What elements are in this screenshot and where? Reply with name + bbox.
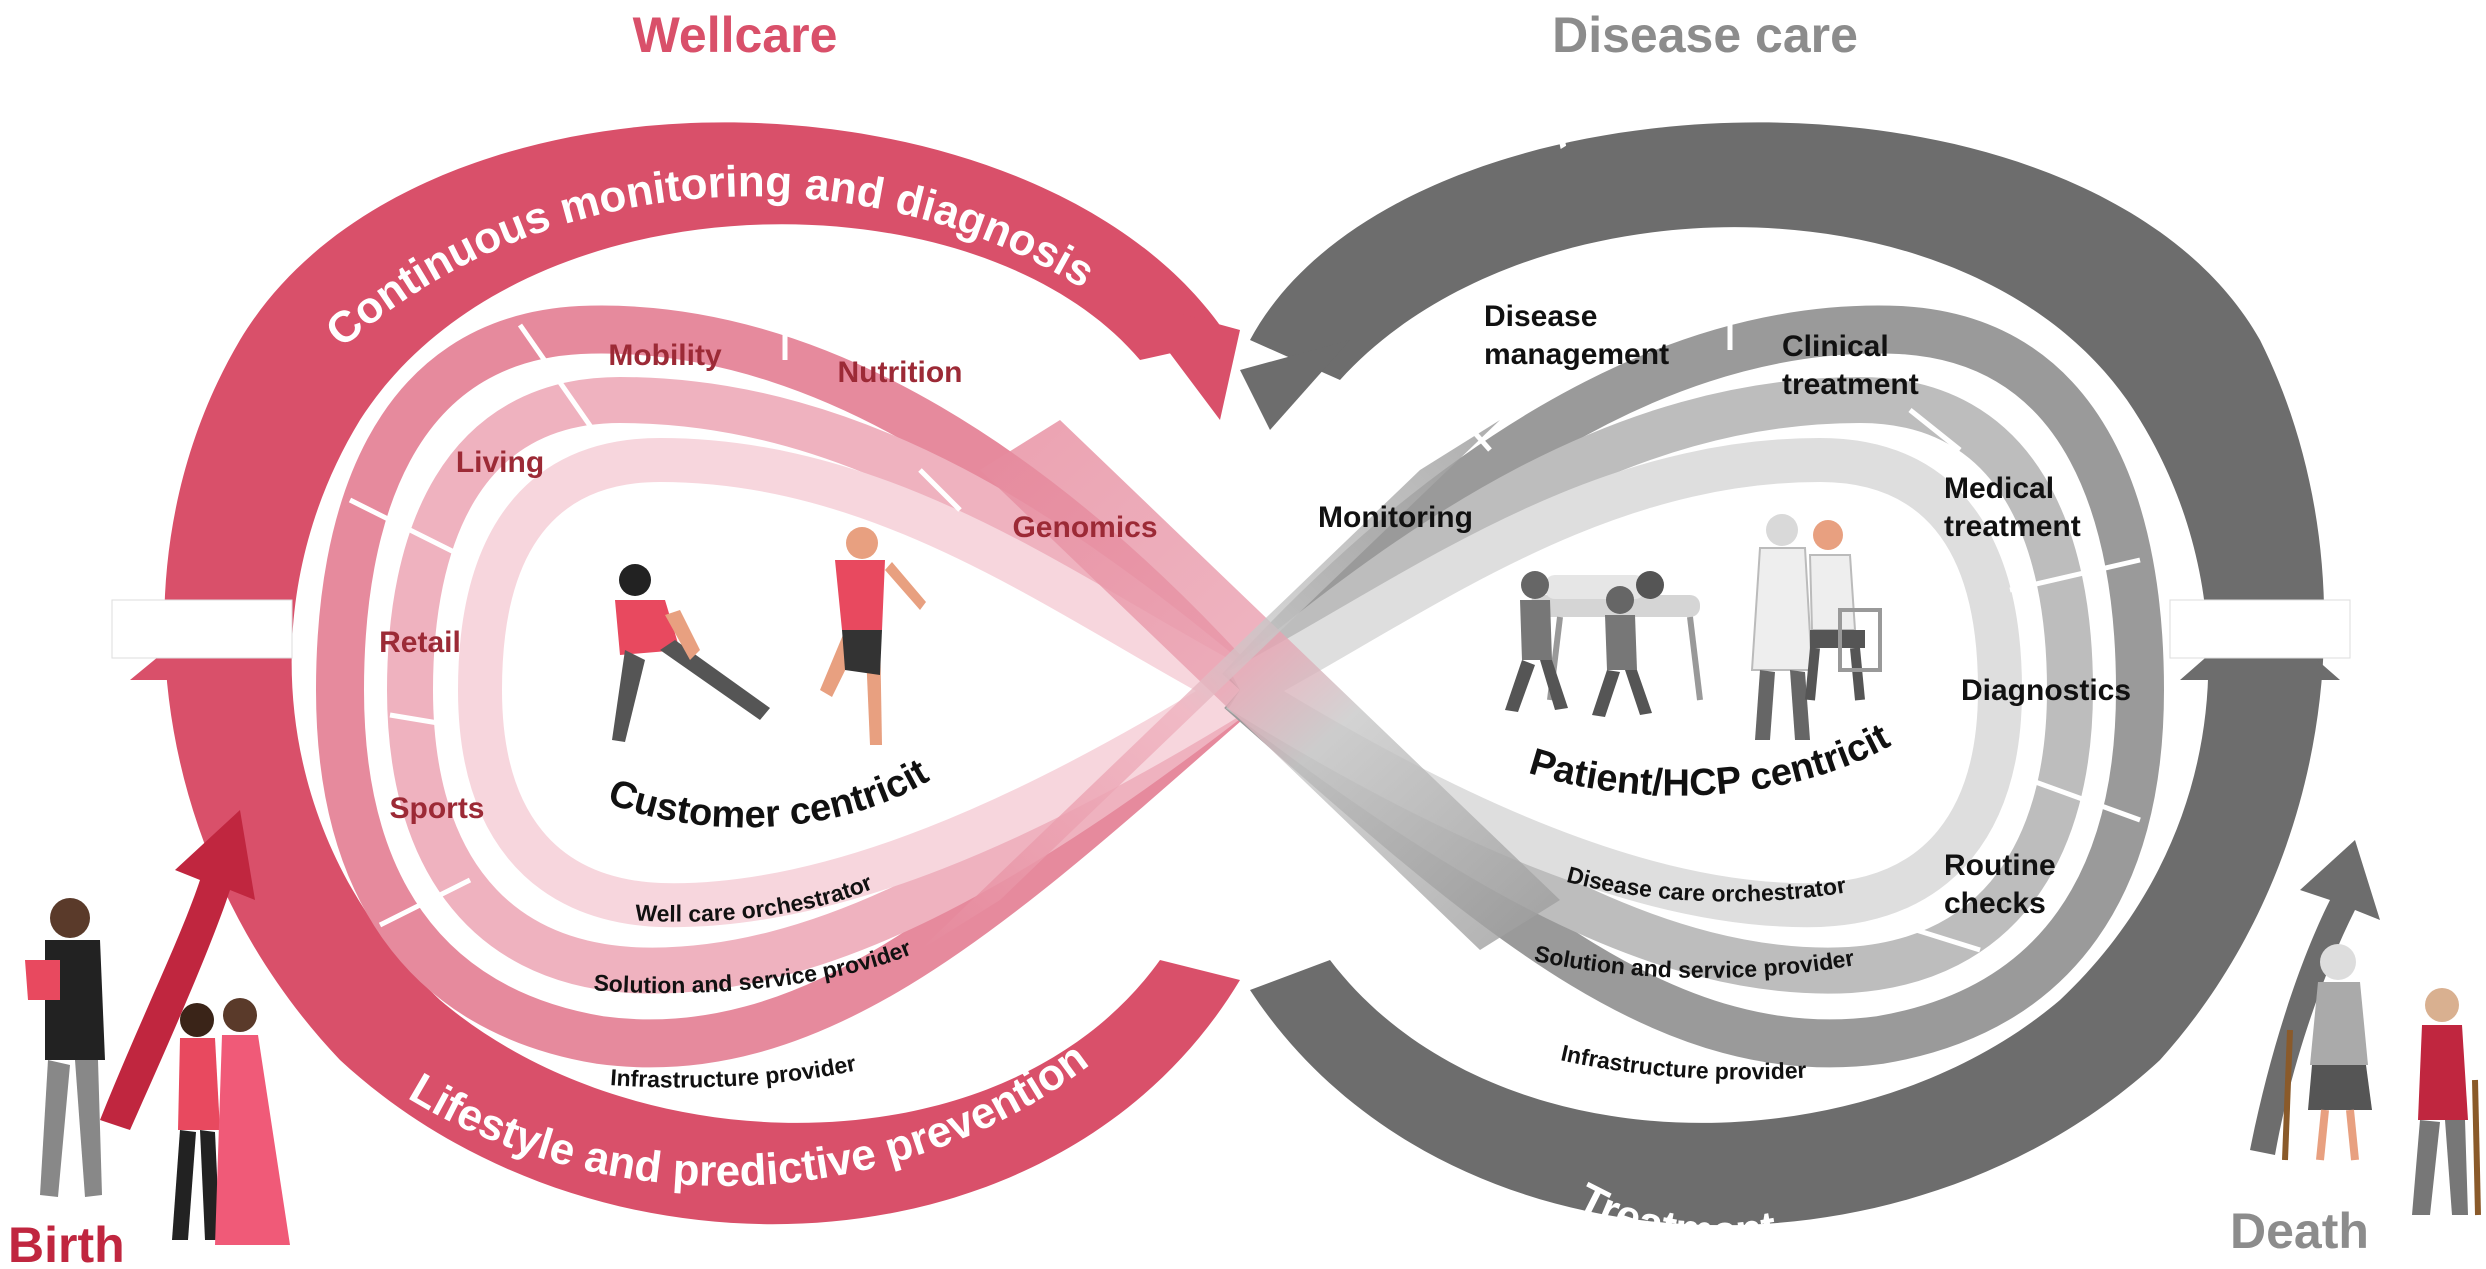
disease-band-inner: [1228, 437, 2023, 928]
death-rising-arrow-icon: [2250, 840, 2380, 1155]
segment-mobility: Mobility: [608, 339, 722, 372]
wellcare-band-middle: [386, 376, 1255, 994]
disease-arrowhead-left: [1240, 340, 1350, 430]
disease-outer-loop: [1250, 122, 2325, 1226]
disease-segment-dividers: [1408, 305, 2141, 953]
segment-clinical-treatment: Clinical treatment: [1782, 330, 1919, 401]
segment-diagnostics: Diagnostics: [1961, 674, 2131, 707]
birth-rising-arrow-icon: [100, 810, 255, 1130]
runner-icon: [820, 527, 926, 745]
segment-retail: Retail: [379, 626, 461, 659]
segment-sports: Sports: [389, 792, 484, 825]
death-label: Death: [2230, 1203, 2369, 1259]
hospital-bed-icon: [1505, 571, 1703, 717]
crossing-band-b: [920, 420, 1500, 950]
disease-band-outer: [1222, 305, 2165, 1068]
wellcare-band-outer: [315, 305, 1258, 1068]
segment-routine-checks: Routine checks: [1944, 849, 2064, 920]
birth-label: Birth: [8, 1217, 125, 1269]
wellcare-arrowhead-right: [1130, 300, 1240, 420]
segment-nutrition: Nutrition: [838, 356, 963, 389]
segment-disease-management: Disease management: [1484, 300, 1669, 371]
right-loop-marker: [2169, 599, 2351, 659]
segment-genomics: Genomics: [1012, 511, 1157, 544]
wellcare-segment-dividers: [348, 310, 962, 928]
segment-living: Living: [456, 446, 544, 479]
wellcare-title: Wellcare: [633, 7, 838, 63]
doctor-patient-icon: [1750, 514, 1882, 740]
left-loop-marker: [111, 599, 293, 659]
segment-monitoring: Monitoring: [1318, 501, 1473, 534]
stretching-woman-icon: [612, 564, 770, 742]
family-figures-icon: [25, 898, 290, 1245]
disease-care-title: Disease care: [1552, 7, 1858, 63]
crossing-band-a: [980, 420, 1560, 950]
wellcare-band-inner: [457, 437, 1252, 928]
disease-band-middle: [1225, 376, 2094, 994]
elderly-couple-icon: [2282, 944, 2481, 1216]
segment-medical-treatment: Medical treatment: [1944, 472, 2081, 543]
